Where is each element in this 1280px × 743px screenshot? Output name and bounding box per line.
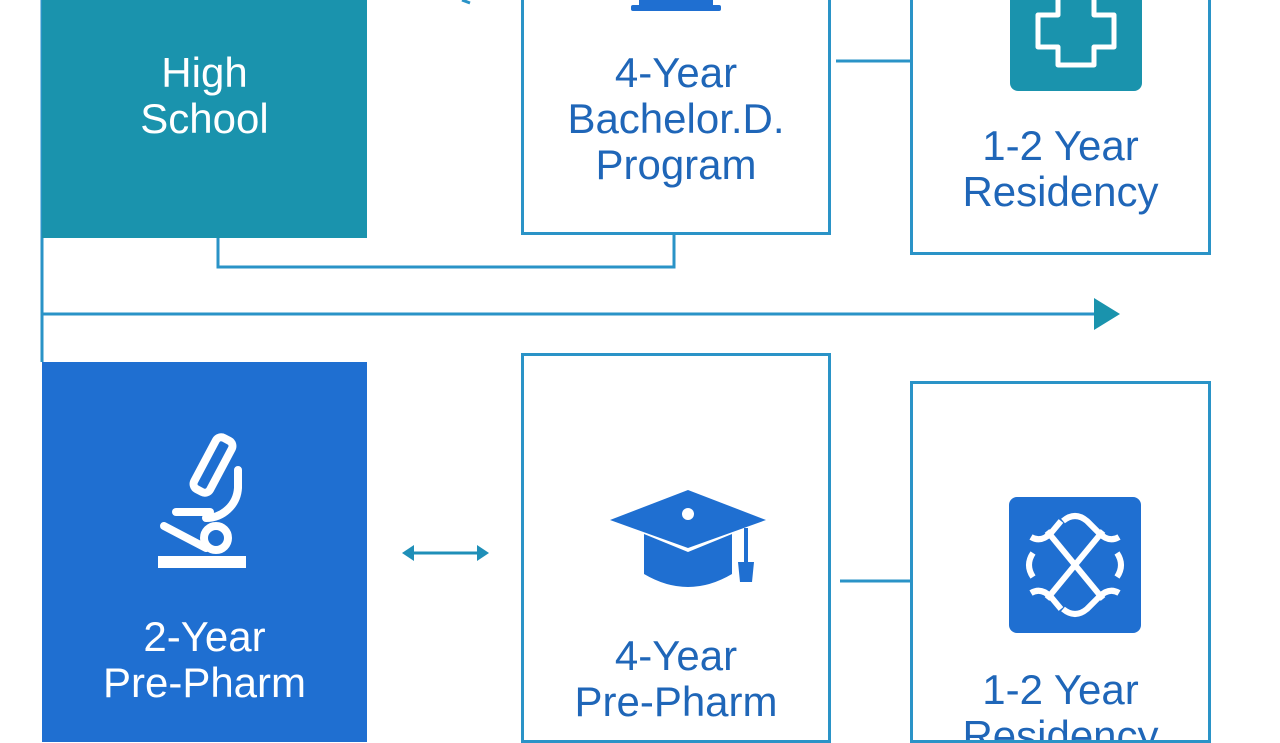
residency-top-label: 1-2 Year Residency	[962, 122, 1159, 215]
medical-knot-icon	[1026, 513, 1124, 617]
bachelor-program-label: 4-Year Bachelor.D. Program	[567, 49, 785, 188]
pre-pharm-4yr-box: 4-Year Pre-Pharm	[521, 353, 831, 743]
top-arrow-fragment	[461, 0, 471, 5]
microscope-icon	[158, 433, 246, 568]
highschool-bachelor-connector	[216, 234, 676, 269]
pre-pharm-2yr-label: 2-Year Pre-Pharm	[102, 613, 307, 706]
bachelor-program-box: 4-Year Bachelor.D. Program	[521, 0, 831, 235]
graduation-cap-icon	[610, 490, 766, 587]
laptop-icon	[631, 0, 721, 11]
medical-cross-tile	[1010, 0, 1142, 91]
high-school-label: High School	[140, 49, 269, 142]
pre-pharm-2yr-box: 2-Year Pre-Pharm	[42, 362, 367, 742]
residency-bottom-label: 1-2 Year Residency	[962, 666, 1159, 743]
pharmacy-pathway-diagram: High School 4-Year Bachelor.D. Program 1…	[40, 0, 1211, 743]
double-arrow-right-head	[477, 545, 489, 561]
residency-bottom-box: 1-2 Year Residency	[910, 381, 1211, 743]
double-arrow-left-head	[402, 545, 414, 561]
medical-cross-icon	[1035, 0, 1117, 68]
high-school-box: High School	[42, 0, 367, 238]
pre-pharm-4yr-label: 4-Year Pre-Pharm	[574, 632, 778, 725]
residency-top-box: 1-2 Year Residency	[910, 0, 1211, 255]
medical-knot-tile	[1009, 497, 1141, 633]
main-arrowhead	[1094, 298, 1120, 330]
